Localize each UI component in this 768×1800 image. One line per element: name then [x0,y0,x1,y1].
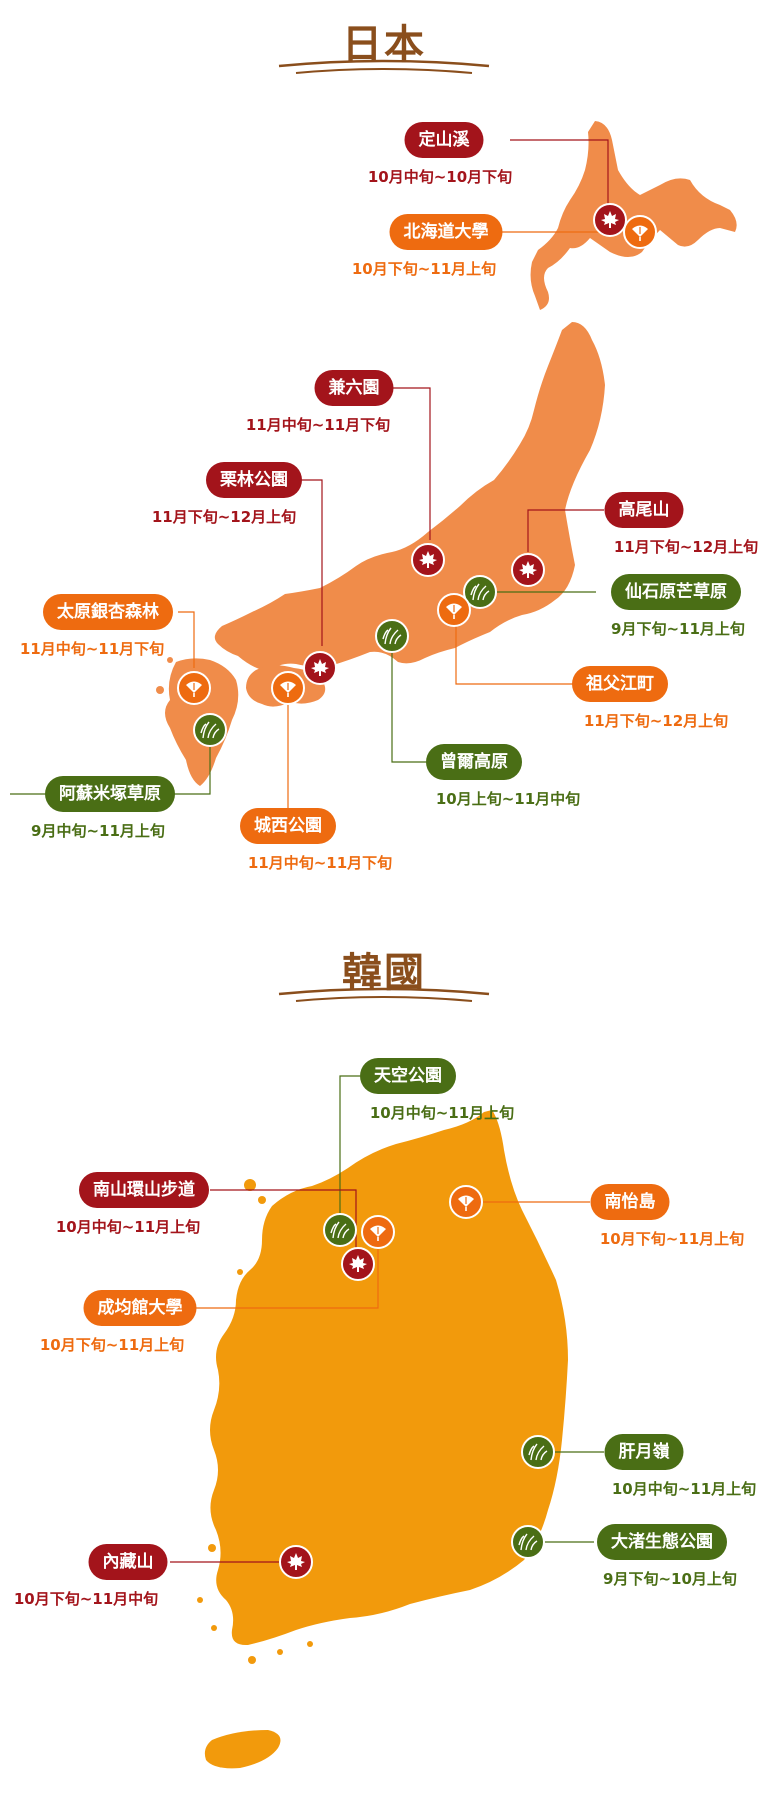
honshu-shape [214,322,606,672]
korea-islet [244,1179,256,1191]
korea-title-underline [278,987,490,1002]
spot-label-栗林公園: 栗林公園 [206,462,302,498]
spot-label-阿蘇米塚草原: 阿蘇米塚草原 [45,776,175,812]
japan-title-underline [278,59,490,74]
korea-islet [197,1597,203,1603]
spot-dates-南怡島: 10月下旬~11月上旬 [599,1230,745,1248]
spot-dates-祖父江町: 11月下旬~12月上旬 [583,712,729,730]
korea-islet [208,1544,216,1552]
connector-太原銀杏森林 [178,611,195,668]
marker-曾爾高原 [375,619,409,653]
spot-dates-南山環山步道: 10月中旬~11月上旬 [55,1218,201,1236]
connector-南山環山步道 [210,1189,357,1264]
japan-islet [167,657,173,663]
spot-dates-阿蘇米塚草原: 9月中旬~11月上旬 [31,822,165,840]
spot-dates-肝月嶺: 10月中旬~11月上旬 [611,1480,757,1498]
spot-label-肝月嶺: 肝月嶺 [604,1434,684,1470]
spot-label-定山溪: 定山溪 [404,122,484,158]
spot-dates-兼六園: 11月中旬~11月下旬 [245,416,391,434]
marker-城西公園 [271,671,305,705]
spot-label-祖父江町: 祖父江町 [572,666,668,702]
connector-成均館大學 [196,1232,379,1309]
korea-islet [248,1656,256,1664]
marker-內藏山 [279,1545,313,1579]
korea-markers [279,1185,555,1579]
spot-dates-曾爾高原: 10月上旬~11月中旬 [435,790,581,808]
japan-markers [177,203,657,747]
marker-兼六園 [411,543,445,577]
spot-label-高尾山: 高尾山 [604,492,684,528]
spot-label-成均館大學: 成均館大學 [83,1290,197,1326]
connector-高尾山 [527,509,604,552]
korea-peninsula-shape [210,1110,568,1646]
spot-label-太原銀杏森林: 太原銀杏森林 [43,594,173,630]
marker-太原銀杏森林 [177,671,211,705]
marker-阿蘇米塚草原 [193,713,227,747]
spot-label-北海道大學: 北海道大學 [389,214,503,250]
marker-天空公園 [323,1213,357,1247]
spot-label-天空公園: 天空公園 [360,1058,456,1094]
korea-land [197,1110,568,1769]
marker-北海道大學 [623,215,657,249]
marker-仙石原芒草原 [463,575,497,609]
spot-label-南山環山步道: 南山環山步道 [79,1172,209,1208]
marker-肝月嶺 [521,1435,555,1469]
spot-label-曾爾高原: 曾爾高原 [426,744,522,780]
japan-islet [156,686,164,694]
korea-islet [258,1196,266,1204]
spot-dates-栗林公園: 11月下旬~12月上旬 [151,508,297,526]
spot-dates-城西公園: 11月中旬~11月下旬 [247,854,393,872]
spot-dates-北海道大學: 10月下旬~11月上旬 [351,260,497,278]
spot-label-兼六園: 兼六園 [314,370,394,406]
korea-islet [211,1625,217,1631]
spot-label-南怡島: 南怡島 [590,1184,670,1220]
connector-曾爾高原 [391,636,426,763]
marker-祖父江町 [437,593,471,627]
marker-高尾山 [511,553,545,587]
spot-dates-內藏山: 10月下旬~11月中旬 [13,1590,159,1608]
hokkaido-shape [530,121,737,310]
connector-兼六園 [392,387,431,540]
connector-定山溪 [510,139,609,208]
spot-dates-定山溪: 10月中旬~10月下旬 [367,168,513,186]
spot-label-大渚生態公園: 大渚生態公園 [597,1524,727,1560]
korea-islet [237,1269,243,1275]
spot-dates-大渚生態公園: 9月下旬~10月上旬 [603,1570,737,1588]
korea-islet [307,1641,313,1647]
spot-label-仙石原芒草原: 仙石原芒草原 [611,574,741,610]
connector-天空公園 [339,1075,360,1228]
connector-祖父江町 [455,612,574,685]
marker-南怡島 [449,1185,483,1219]
spot-label-內藏山: 內藏山 [88,1544,168,1580]
spot-dates-天空公園: 10月中旬~11月上旬 [369,1104,515,1122]
marker-定山溪 [593,203,627,237]
japan-islet [242,627,248,633]
marker-成均館大學 [361,1215,395,1249]
spot-dates-成均館大學: 10月下旬~11月上旬 [39,1336,185,1354]
korea-islet [277,1649,283,1655]
spot-dates-仙石原芒草原: 9月下旬~11月上旬 [611,620,745,638]
connector-栗林公園 [296,479,323,646]
marker-栗林公園 [303,651,337,685]
marker-大渚生態公園 [511,1525,545,1559]
spot-label-城西公園: 城西公園 [240,808,336,844]
spot-dates-高尾山: 11月下旬~12月上旬 [613,538,759,556]
spot-dates-太原銀杏森林: 11月中旬~11月下旬 [19,640,165,658]
marker-南山環山步道 [341,1247,375,1281]
jeju-shape [204,1730,281,1769]
